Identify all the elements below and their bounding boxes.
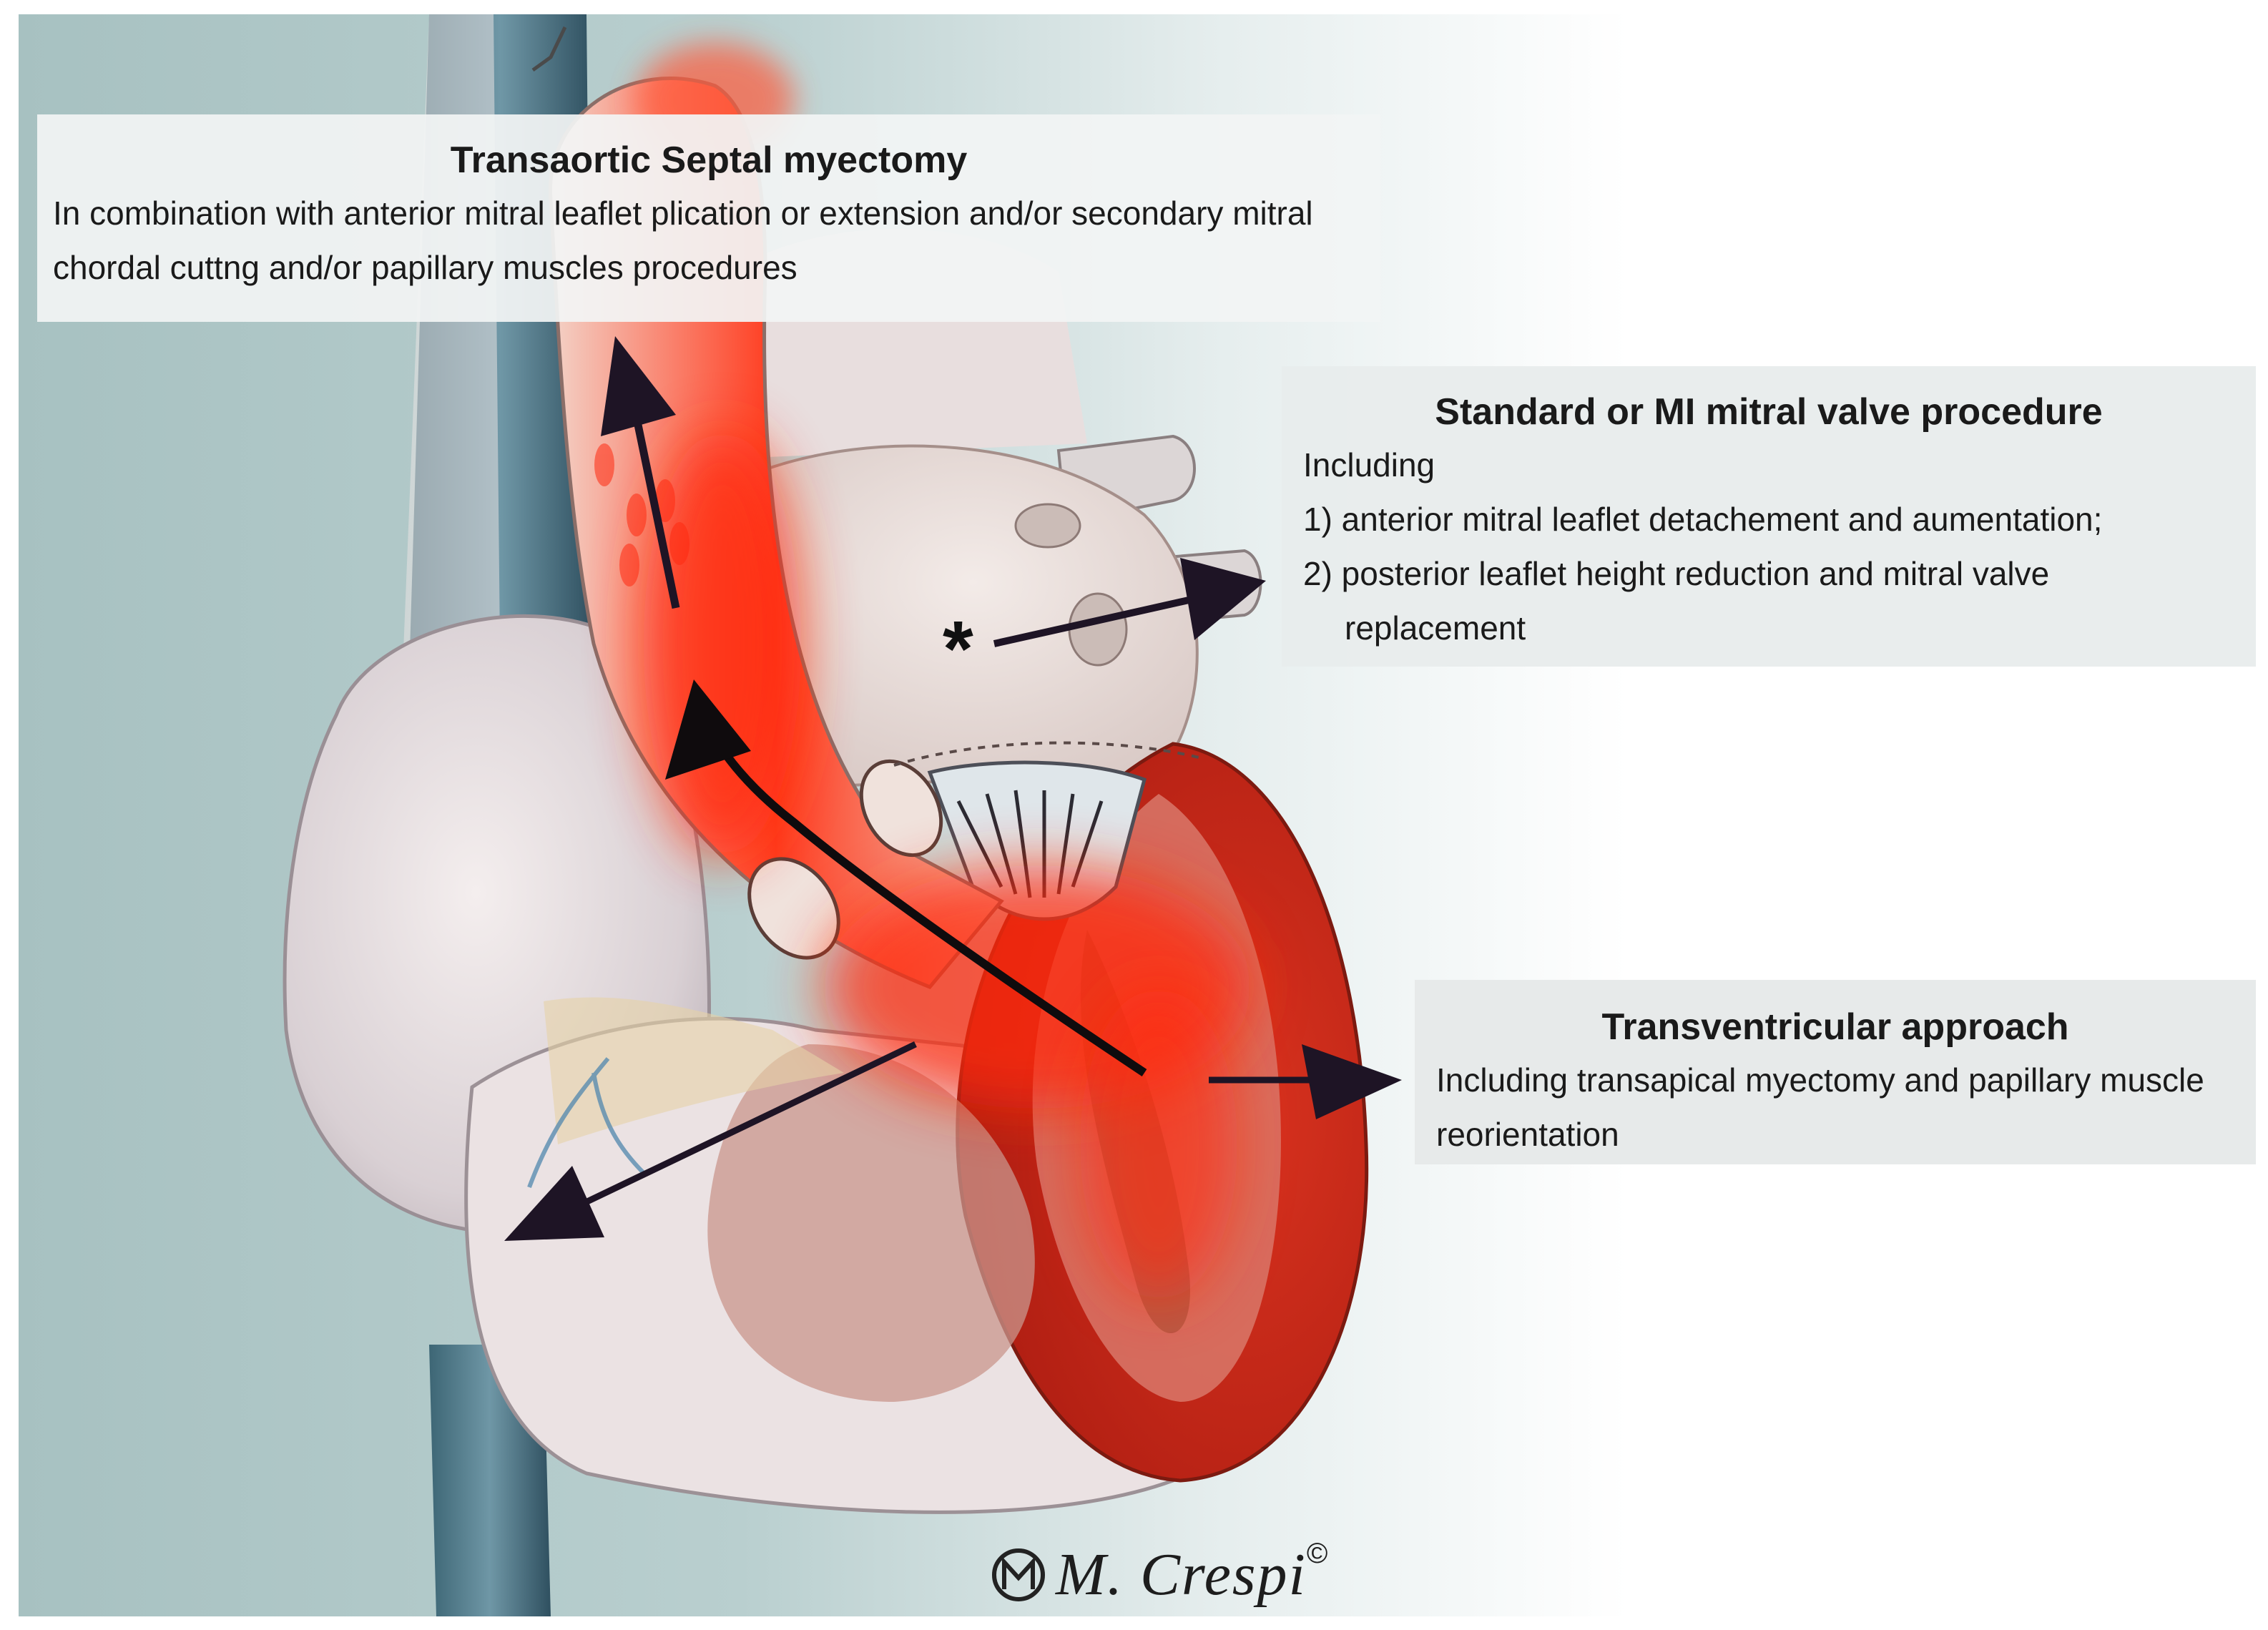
pulmonary-vein-orifice-2 bbox=[1068, 592, 1128, 667]
artist-signature: M. Crespi © bbox=[993, 1535, 1327, 1614]
asterisk-marker: * bbox=[943, 605, 973, 693]
septal-myectomy-text: In combination with anterior mitral leaf… bbox=[53, 195, 1313, 286]
mitral-arrow bbox=[993, 594, 1203, 647]
transventricular-title: Transventricular approach bbox=[1601, 1006, 2069, 1048]
right-ventricle-cavity bbox=[707, 1044, 1035, 1402]
signature-text: M. Crespi bbox=[1056, 1541, 1307, 1608]
transventricular-text: Including transapical myectomy and papil… bbox=[1436, 1061, 2204, 1153]
vessel-detail-check bbox=[531, 26, 567, 72]
septal-arrow bbox=[629, 399, 680, 609]
transventricular-label: Transventricular approach Including tran… bbox=[1415, 980, 2256, 1164]
septal-myectomy-title: Transaortic Septal myectomy bbox=[450, 139, 968, 181]
outflow-glow-3 bbox=[1080, 987, 1237, 1302]
mitral-arrowhead bbox=[1180, 558, 1266, 640]
septal-ostium bbox=[747, 857, 840, 960]
copyright-symbol: © bbox=[1306, 1538, 1328, 1569]
aortic-wall-spots bbox=[594, 443, 689, 586]
flow-arrowhead bbox=[665, 679, 751, 780]
right-atrium-arrowhead bbox=[504, 1166, 604, 1241]
mitral-procedure-label: Standard or MI mitral valve procedure In… bbox=[1282, 366, 2256, 667]
mitral-procedure-item-1: 1) anterior mitral leaflet detachement a… bbox=[1303, 501, 2103, 538]
coronary-vessels bbox=[527, 1057, 646, 1189]
tricuspid-region bbox=[544, 997, 844, 1144]
septal-arrowhead bbox=[601, 336, 676, 436]
right-atrium-arrow bbox=[571, 1041, 917, 1212]
transventricular-arrowhead bbox=[1302, 1044, 1402, 1119]
coronary-ostium bbox=[859, 759, 943, 858]
mitral-procedure-intro: Including bbox=[1303, 446, 1435, 483]
mitral-procedure-title: Standard or MI mitral valve procedure bbox=[1435, 391, 2103, 433]
mitral-procedure-item-2: 2) posterior leaflet height reduction an… bbox=[1303, 555, 2050, 647]
valve-annulus-dashes bbox=[893, 741, 1202, 767]
signature-logo bbox=[992, 1548, 1045, 1601]
pulmonary-vein-orifice-1 bbox=[1014, 503, 1081, 549]
septal-myectomy-label: Transaortic Septal myectomy In combinati… bbox=[37, 114, 1380, 322]
